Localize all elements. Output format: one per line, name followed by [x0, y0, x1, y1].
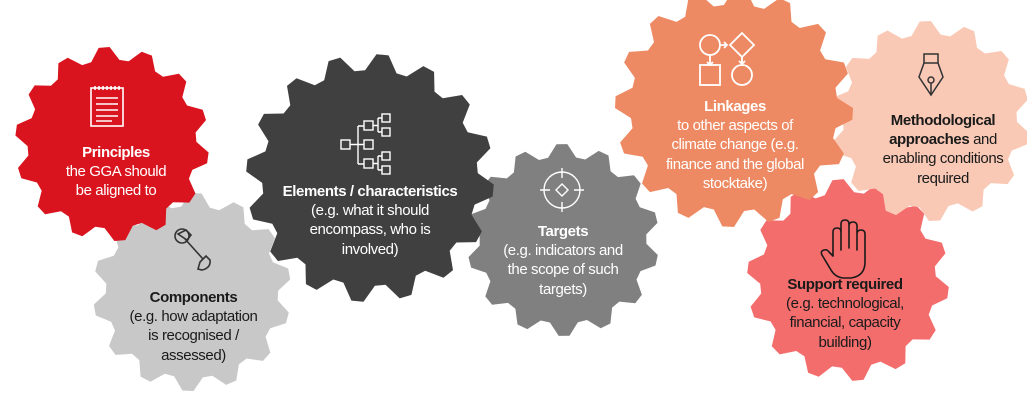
support-line: (e.g. technological,	[786, 295, 904, 313]
targets-title: Targets	[537, 223, 589, 240]
elements-line: (e.g. what it should	[311, 202, 429, 220]
elements-gear	[246, 54, 494, 302]
linkages-title: Linkages	[704, 98, 766, 115]
elements-line: involved)	[341, 240, 399, 258]
linkages-text: Linkages to other aspects of climate cha…	[640, 97, 830, 193]
principles-text: Principles the GGA should be aligned to	[36, 143, 196, 201]
components-gear	[93, 193, 291, 391]
flowchart-icon	[699, 31, 756, 86]
notepad-icon	[90, 86, 124, 127]
components-line: assessed)	[161, 346, 226, 364]
targets-gear	[468, 144, 658, 336]
linkages-line: climate change (e.g.	[671, 136, 799, 154]
components-line: (e.g. how adaptation	[129, 308, 258, 326]
principles-gear	[15, 47, 209, 241]
linkages-line: finance and the global	[666, 155, 804, 173]
principles-line: be aligned to	[75, 182, 157, 200]
hierarchy-icon	[340, 113, 391, 175]
pen-nib-icon	[918, 53, 944, 97]
targets-text: Targets (e.g. indicators and the scope o…	[478, 222, 648, 299]
wrench-icon	[174, 228, 211, 271]
components-text: Components (e.g. how adaptation is recog…	[106, 288, 281, 365]
methodological-line: enabling conditions	[882, 150, 1004, 168]
support-line: financial, capacity	[789, 314, 901, 332]
targets-line: (e.g. indicators and	[503, 242, 623, 260]
elements-title: Elements / characteristics	[282, 183, 458, 200]
linkages-line: stocktake)	[702, 174, 768, 192]
components-line: is recognised /	[148, 327, 239, 345]
linkages-line: to other aspects of	[677, 117, 793, 135]
methodological-title: Methodological	[890, 112, 996, 129]
components-title: Components	[149, 289, 238, 306]
elements-text: Elements / characteristics (e.g. what it…	[265, 182, 475, 259]
support-text: Support required (e.g. technological, fi…	[755, 275, 935, 352]
support-required-gear	[747, 179, 949, 381]
hand-icon	[820, 219, 866, 279]
methodological-text: Methodological approaches and enabling c…	[858, 111, 1027, 188]
elements-line: encompass, who is	[309, 221, 431, 239]
principles-title: Principles	[82, 144, 150, 161]
target-icon	[540, 168, 584, 212]
support-line: building)	[818, 333, 872, 351]
support-title: Support required	[787, 276, 903, 293]
methodological-suffix: and	[969, 131, 997, 149]
methodological-title: approaches	[889, 131, 970, 149]
principles-line: the GGA should	[65, 163, 167, 181]
targets-line: the scope of such	[507, 261, 619, 279]
targets-line: targets)	[539, 280, 587, 298]
methodological-approaches-gear	[830, 21, 1027, 221]
methodological-line: required	[917, 169, 969, 187]
linkages-gear	[615, 0, 853, 227]
